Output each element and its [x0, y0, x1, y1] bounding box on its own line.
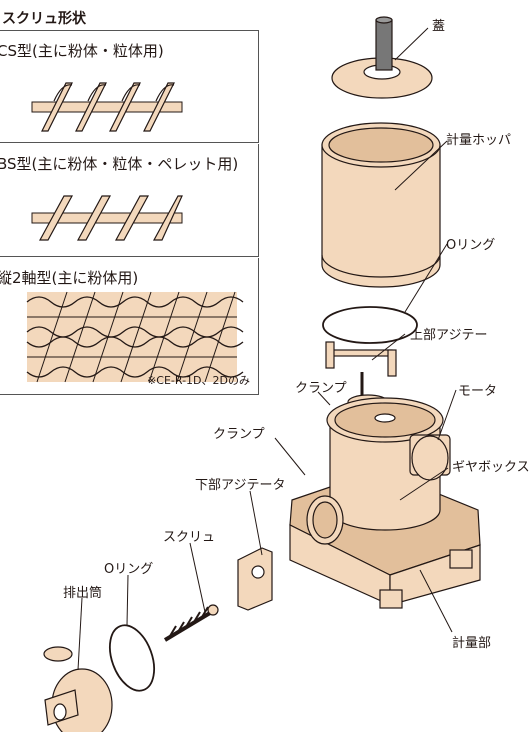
weighing-unit-part	[289, 397, 481, 609]
model-note: ※CE-R-1D、2Dのみ	[147, 374, 250, 387]
label-oring-top: Oリング	[446, 238, 496, 253]
label-screw: スクリュ	[163, 530, 216, 545]
screw-type-panel-cs: CS型(主に粉体・粒体用)	[0, 30, 259, 143]
oring-bottom-part	[108, 624, 156, 692]
lower-agitator-part	[237, 547, 273, 611]
label-hopper: 計量ホッパ	[446, 133, 512, 148]
screw-type-label-twin: 縦2軸型(主に粉体用)	[0, 269, 139, 287]
label-discharge: 排出筒	[63, 586, 103, 601]
label-clamp-2: クランプ	[213, 427, 265, 442]
cs-screw-illustration	[31, 82, 183, 132]
screw-type-panel-twin: 縦2軸型(主に粉体用) ※CE-R-1D、2Dのみ	[0, 258, 259, 395]
screw-type-label-bs: BS型(主に粉体・粒体・ペレット用)	[0, 155, 239, 173]
label-upper-agitator: 上部アジテー	[410, 328, 488, 343]
screw-type-panel-bs: BS型(主に粉体・粒体・ペレット用)	[0, 144, 259, 257]
hopper-part	[321, 122, 441, 288]
label-clamp-1: クランプ	[295, 381, 347, 396]
bs-screw-illustration	[31, 195, 183, 241]
twin-screw-illustration	[26, 291, 244, 383]
label-weighing-unit: 計量部	[452, 636, 492, 651]
label-lower-agitator: 下部アジテータ	[195, 478, 286, 493]
screw-part	[163, 604, 219, 642]
discharge-part	[43, 646, 113, 732]
label-oring-bottom: Oリング	[104, 562, 154, 577]
label-gearbox: ギヤボックス	[452, 460, 530, 475]
lid-part	[331, 16, 433, 99]
screw-type-label-cs: CS型(主に粉体・粒体用)	[0, 42, 164, 60]
diagram-title: スクリュ形状	[2, 11, 86, 27]
label-lid: 蓋	[432, 19, 446, 34]
label-motor: モータ	[458, 384, 498, 399]
oring-top-part	[322, 306, 418, 344]
